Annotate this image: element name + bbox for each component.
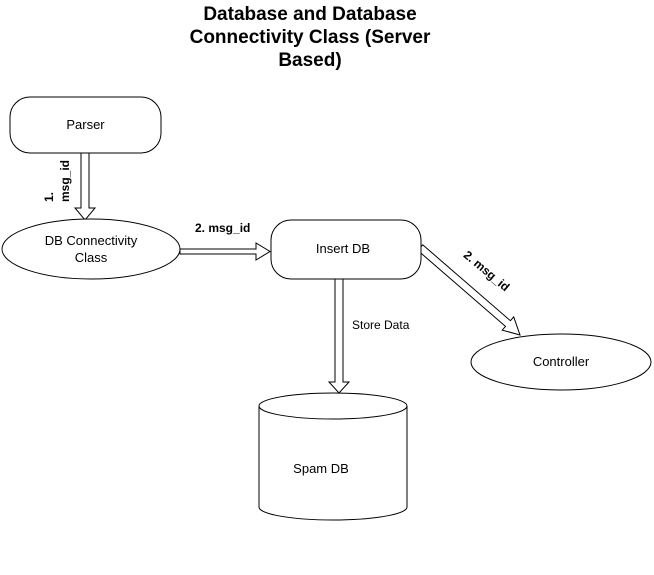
edge-label-parser-dbconn-line-1: 1. <box>42 192 56 202</box>
arrow-insertdb-to-controller <box>417 244 521 336</box>
arrow-insertdb-to-spamdb <box>327 278 351 394</box>
edge-label-insertdb-spamdb: Store Data <box>352 318 410 332</box>
diagram-title: Database and Database Connectivity Class… <box>190 4 431 71</box>
node-controller-label: Controller <box>533 354 590 369</box>
title-line-2: Connectivity Class (Server <box>190 27 431 48</box>
title-line-3: Based) <box>278 50 341 71</box>
title-line-1: Database and Database <box>203 4 416 25</box>
node-spam-db: Spam DB <box>258 392 408 521</box>
arrow-dbconn-to-insertdb <box>179 242 271 261</box>
node-spam-db-label: Spam DB <box>293 461 349 476</box>
node-db-connectivity-label-line-1: DB Connectivity <box>45 233 138 248</box>
node-insert-db-label: Insert DB <box>316 241 370 256</box>
node-controller: Controller <box>470 333 652 391</box>
node-parser-label: Parser <box>66 117 105 132</box>
node-parser: Parser <box>9 96 162 154</box>
node-db-connectivity-class: DB Connectivity Class <box>1 218 181 280</box>
node-db-connectivity-label-line-2: Class <box>75 250 108 265</box>
arrow-parser-to-dbconn <box>73 152 97 221</box>
node-insert-db: Insert DB <box>270 219 422 280</box>
edge-label-parser-dbconn-line-2: msg_id <box>58 160 72 202</box>
edge-label-dbconn-insertdb: 2. msg_id <box>195 221 250 235</box>
